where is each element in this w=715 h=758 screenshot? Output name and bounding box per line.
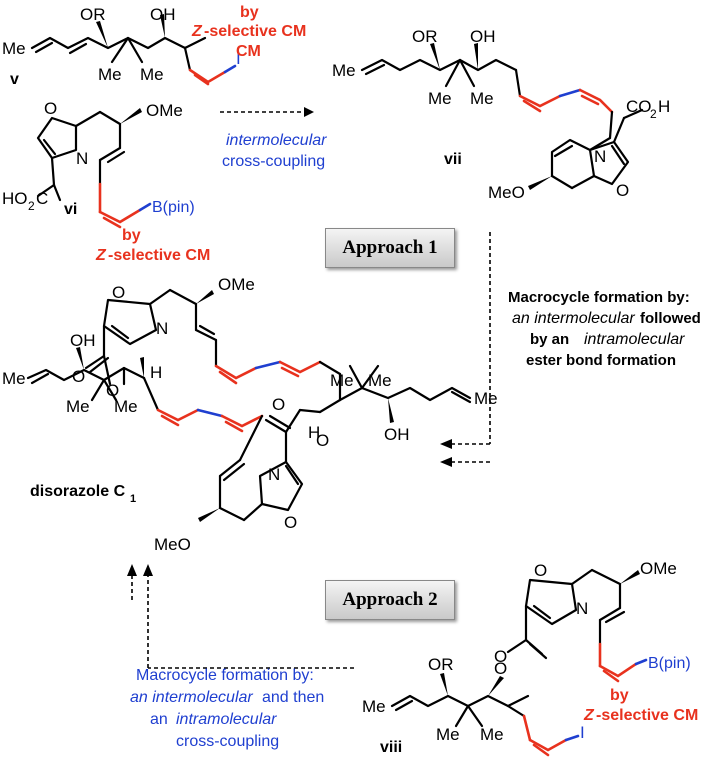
me-label: Me xyxy=(474,389,498,408)
me-label: Me xyxy=(114,397,138,416)
ester-o-label: O xyxy=(316,431,329,450)
by-label: by xyxy=(122,227,141,244)
oh-label: OH xyxy=(150,5,176,24)
me-label: Me xyxy=(330,371,354,390)
compound-vii: Me OR OH Me Me CO 2 H N O MeO vii xyxy=(332,27,670,202)
oxazole-n-label: N xyxy=(156,319,168,338)
compound-label-vii: vii xyxy=(444,151,462,168)
compound-viii: O N OMe O O B(pin) Me OR Me Me I viii by… xyxy=(362,559,698,757)
or-label: OR xyxy=(80,5,106,24)
ester-o-label: O xyxy=(494,659,507,678)
approach2-label: Approach 2 xyxy=(342,589,438,610)
approach1-arrow xyxy=(440,232,491,467)
me-label: Me xyxy=(436,725,460,744)
cm-label: CM xyxy=(236,43,261,60)
acid-label: H xyxy=(658,97,670,116)
meo-label: MeO xyxy=(154,535,191,554)
meo-label: MeO xyxy=(488,183,525,202)
acid-label: C xyxy=(36,189,48,208)
me-label: Me xyxy=(362,697,386,716)
oxazole-n-label: N xyxy=(576,599,588,618)
oxazole-n-label: N xyxy=(76,149,88,168)
me-label: Me xyxy=(2,39,26,58)
approach1-note: intramolecular xyxy=(584,331,685,348)
acid-label: CO xyxy=(626,97,652,116)
me-label: Me xyxy=(480,725,504,744)
oh-label: OH xyxy=(70,331,96,350)
oxazole-o-label: O xyxy=(112,283,125,302)
compound-label-disorazole: disorazole C xyxy=(30,483,126,500)
me-label: Me xyxy=(428,89,452,108)
stereo-h-label: H xyxy=(308,423,320,442)
or-label: OR xyxy=(412,27,438,46)
iodine-label: I xyxy=(236,49,241,68)
me-label: Me xyxy=(470,89,494,108)
me-label: Me xyxy=(140,65,164,84)
acid-subscript: 2 xyxy=(650,107,657,121)
z-selective-label: Z xyxy=(583,707,595,724)
acid-label: HO xyxy=(2,189,28,208)
oxazole-o-label: O xyxy=(534,561,547,580)
cross-coupling-label: cross-coupling xyxy=(222,153,325,170)
z-selective-label: Z xyxy=(191,23,203,40)
me-label: Me xyxy=(332,61,356,80)
approach2-note: and then xyxy=(262,689,324,706)
compound-vi: O N OMe HO 2 C B(pin) vi by Z -selective… xyxy=(2,99,210,264)
stereo-h-label: H xyxy=(150,363,162,382)
z-selective-label: -selective CM xyxy=(204,23,306,40)
approach2-note: intramolecular xyxy=(176,711,277,728)
oxazole-o-label: O xyxy=(616,181,629,200)
or-label: OR xyxy=(428,655,454,674)
ester-o-label: O xyxy=(494,647,507,666)
compound-label-subscript: 1 xyxy=(130,493,136,505)
approach2-note: an xyxy=(150,711,168,728)
ome-label: OMe xyxy=(218,275,255,294)
iodine-label: I xyxy=(580,723,585,742)
approach2-arrow xyxy=(127,564,354,669)
compound-v: Me OR OH Me Me I v by Z -selective CM CM xyxy=(2,4,306,88)
approach1-note: followed xyxy=(640,310,701,327)
approach1-label: Approach 1 xyxy=(342,237,438,258)
acid-subscript: 2 xyxy=(28,199,35,213)
z-selective-label: -selective CM xyxy=(108,247,210,264)
oxazole-o-label: O xyxy=(284,513,297,532)
by-label: by xyxy=(240,4,259,21)
ome-label: OMe xyxy=(640,559,677,578)
approach2-box: Approach 2 xyxy=(325,580,455,620)
oxazole-n-label: N xyxy=(268,465,280,484)
compound-label-vi: vi xyxy=(64,201,77,218)
bpin-label: B(pin) xyxy=(152,199,195,216)
me-label: Me xyxy=(66,397,90,416)
bpin-label: B(pin) xyxy=(648,655,691,672)
approach1-note: Macrocycle formation by: xyxy=(508,289,690,306)
approach1-box: Approach 1 xyxy=(325,228,455,268)
me-label: Me xyxy=(2,369,26,388)
approach1-note: an intermolecular xyxy=(512,310,635,327)
oxazole-o-label: O xyxy=(44,99,57,118)
oh-label: OH xyxy=(470,27,496,46)
oh-label: OH xyxy=(384,425,410,444)
oxazole-n-label: N xyxy=(594,147,606,166)
ester-o-label: O xyxy=(106,381,119,400)
me-label: Me xyxy=(368,371,392,390)
disorazole-c1-structure: O N OMe O O H OH Me Me Me H O O Me Me OH… xyxy=(2,275,498,554)
ester-o-label: O xyxy=(72,367,85,386)
intermolecular-label: intermolecular xyxy=(226,132,327,149)
approach2-note: Macrocycle formation by: xyxy=(136,667,314,684)
approach1-note: by an xyxy=(530,331,569,348)
z-selective-label: -selective CM xyxy=(596,707,698,724)
by-label: by xyxy=(610,687,629,704)
approach2-note: an intermolecular xyxy=(130,689,253,706)
z-selective-label: Z xyxy=(95,247,107,264)
ester-o-label: O xyxy=(272,395,285,414)
compound-label-v: v xyxy=(10,71,19,88)
coupling-arrow: intermolecular cross-coupling xyxy=(220,107,327,170)
approach1-note: ester bond formation xyxy=(526,352,676,369)
compound-label-viii: viii xyxy=(380,739,402,756)
ome-label: OMe xyxy=(146,101,183,120)
approach2-note: cross-coupling xyxy=(176,733,279,750)
me-label: Me xyxy=(98,65,122,84)
